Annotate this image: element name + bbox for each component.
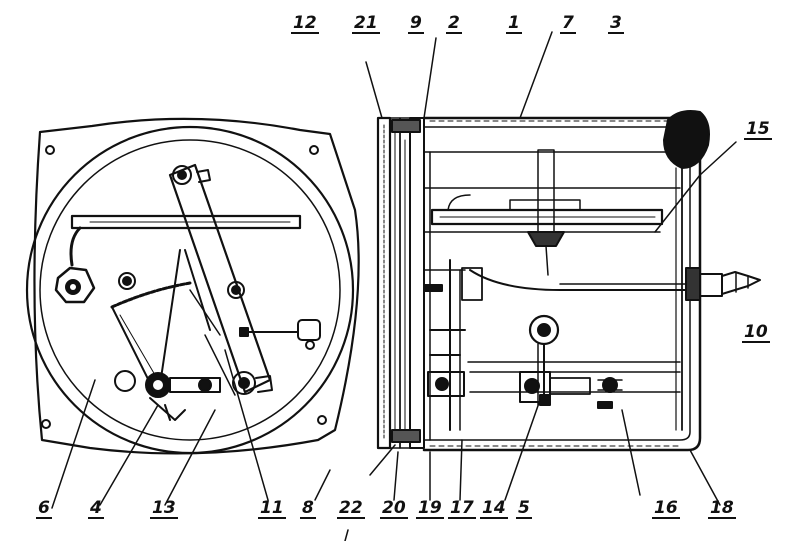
mount-hole-bl xyxy=(41,419,51,429)
vent-knob xyxy=(663,110,710,169)
hex-fitting xyxy=(54,266,96,304)
label-16: 16 xyxy=(652,498,680,519)
mount-hole-tr xyxy=(309,145,319,155)
label-9: 9 xyxy=(408,13,424,34)
label-4: 4 xyxy=(88,498,104,519)
label-3: 3 xyxy=(608,13,624,34)
label-1: 1 xyxy=(506,13,522,34)
label-14: 14 xyxy=(480,498,508,519)
adjust-screw xyxy=(602,377,618,393)
adjuster-block xyxy=(297,319,321,341)
inlet-connector xyxy=(685,267,701,301)
label-20: 20 xyxy=(380,498,408,519)
section-view xyxy=(376,110,761,452)
glass xyxy=(409,117,425,449)
mount-hole-tl xyxy=(45,145,55,155)
mount-hole-br xyxy=(317,415,327,425)
front-view xyxy=(25,117,360,455)
label-8: 8 xyxy=(300,498,316,519)
bourdon-tube xyxy=(70,214,302,230)
label-18: 18 xyxy=(708,498,736,519)
inner-ring xyxy=(39,139,341,441)
label-13: 13 xyxy=(150,498,178,519)
label-15: 15 xyxy=(744,119,772,140)
round-hole xyxy=(114,370,136,392)
label-21: 21 xyxy=(352,13,380,34)
label-17: 17 xyxy=(448,498,476,519)
outer-ring xyxy=(25,125,355,455)
leader-lines xyxy=(51,31,737,541)
lever-arm xyxy=(168,163,272,394)
label-2: 2 xyxy=(446,13,462,34)
label-22: 22 xyxy=(337,498,365,519)
scale-sector xyxy=(110,281,192,309)
label-5: 5 xyxy=(516,498,532,519)
label-6: 6 xyxy=(36,498,52,519)
label-7: 7 xyxy=(560,13,576,34)
label-11: 11 xyxy=(258,498,286,519)
label-12: 12 xyxy=(291,13,319,34)
label-19: 19 xyxy=(416,498,444,519)
label-10: 10 xyxy=(742,322,770,343)
